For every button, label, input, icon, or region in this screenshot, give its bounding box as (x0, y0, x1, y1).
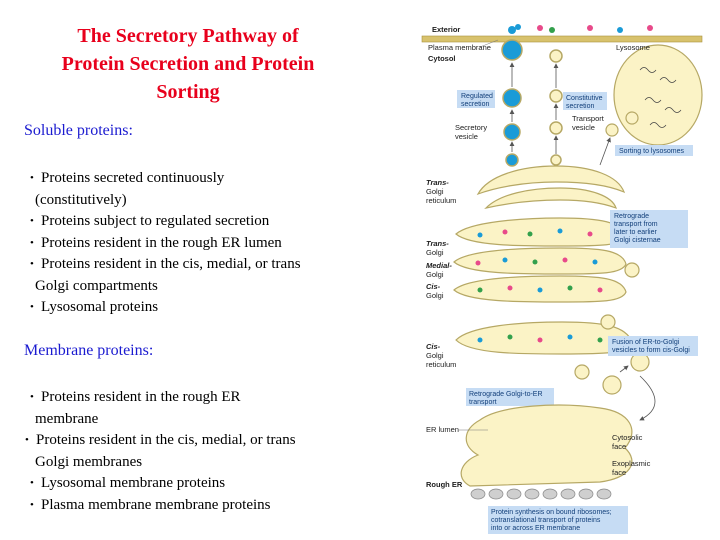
cis-golgi-reticulum-label-line1: Cis- (426, 342, 441, 351)
retrograde-transport-label-line1: Retrograde (614, 213, 649, 220)
constitutive-secretion-label-line1: Constitutive (566, 95, 603, 102)
trans-golgi-label-line1: Trans- (426, 239, 449, 248)
fusion-er-to-golgi-label-line2: vesicles to form cis-Golgi (612, 347, 690, 354)
constitutive-secretion-box (563, 92, 607, 110)
cargo-proteins-icon (475, 228, 603, 343)
soluble-proteins-list: Proteins secreted continuously (constitu… (30, 168, 370, 319)
protein-synthesis-label-line2: cotranslational transport of proteins (491, 517, 601, 524)
list-item: Lysosomal proteins (30, 297, 370, 319)
list-item: Proteins resident in the rough ER lumen (30, 233, 370, 255)
lysosome-label: Lysosome (616, 43, 650, 52)
cytosol-label: Cytosol (428, 54, 456, 63)
list-item-continuation: Golgi compartments (35, 277, 158, 294)
list-item-continuation: (constitutively) (35, 191, 127, 208)
title-line-1: The Secretory Pathway of (77, 25, 299, 47)
membrane-proteins-heading: Membrane proteins: (24, 342, 154, 359)
lysosome (613, 44, 703, 146)
retrograde-vesicles (574, 262, 656, 421)
slide-title: The Secretory Pathway of Protein Secreti… (18, 22, 358, 106)
list-item-continuation: Golgi membranes (35, 453, 143, 470)
protein-synthesis-label-line3: into or across ER membrane (491, 525, 580, 532)
cis-golgi-reticulum-label-line2: Golgi (426, 351, 444, 360)
medial-golgi-label-line1: Medial- (426, 261, 452, 270)
trans-golgi-label-line2: Golgi (426, 248, 444, 257)
retrograde-transport-label-line2: transport from (614, 221, 658, 228)
list-item: Proteins subject to regulated secretion (30, 211, 370, 233)
fusion-er-to-golgi-box (608, 336, 698, 356)
transport-vesicle-label-line1: Transport (572, 114, 605, 123)
trans-golgi-reticulum-tubule (484, 187, 617, 210)
golgi-stack (453, 217, 633, 355)
cis-golgi-reticulum-label-line3: reticulum (426, 360, 456, 369)
constitutive-secretion-label-line2: secretion (566, 103, 595, 110)
regulated-secretion-pathway (501, 39, 523, 167)
exoplasmic-face-label-line2: face (612, 468, 626, 477)
list-item: Proteins resident in the cis, medial, or… (30, 254, 370, 276)
sorting-to-lysosomes-box (615, 145, 693, 156)
cytosolic-face-label-line1: Cytosolic (612, 433, 643, 442)
constitutive-secretion-pathway (549, 49, 563, 166)
rough-er (460, 404, 633, 487)
regulated-secretion-label-line1: Regulated (461, 93, 493, 100)
exterior-region (422, 22, 702, 36)
list-item: Proteins resident in the rough ER (30, 387, 370, 409)
soluble-proteins-heading: Soluble proteins: (24, 122, 133, 139)
secreted-proteins-icon (508, 24, 653, 34)
retrograde-transport-box (610, 210, 688, 248)
retrograde-transport-label-line4: Golgi cisternae (614, 237, 661, 244)
trans-golgi-reticulum-label-line3: reticulum (426, 196, 456, 205)
lysosomal-sorting-vesicles (599, 111, 639, 166)
list-item: Plasma membrane membrane proteins (30, 495, 370, 517)
secretory-vesicle-label-line1: Secretory (455, 123, 487, 132)
protein-synthesis-label-line1: Protein synthesis on bound ribosomes; (491, 509, 612, 516)
cis-golgi-label-line1: Cis- (426, 282, 441, 291)
title-line-2: Protein Secretion and Protein (61, 53, 315, 75)
plasma-membrane-label: Plasma membrane (428, 43, 491, 52)
retrograde-golgi-to-er-label-line2: transport (469, 399, 497, 406)
lysosomal-proteins-icon (639, 67, 682, 128)
list-item: Lysosomal membrane proteins (30, 473, 370, 495)
sorting-to-lysosomes-label: Sorting to lysosomes (619, 148, 684, 155)
exoplasmic-face-label-line1: Exoplasmic (612, 459, 651, 468)
membrane-proteins-list: Proteins resident in the rough ER membra… (25, 387, 370, 517)
fusion-er-to-golgi-label-line1: Fusion of ER-to-Golgi (612, 339, 680, 346)
retrograde-transport-label-line3: later to earlier (614, 229, 657, 236)
secretory-vesicle-label-line2: vesicle (455, 132, 478, 141)
er-lumen-label: ER lumen (426, 425, 459, 434)
exterior-label: Exterior (432, 25, 460, 34)
protein-synthesis-box (488, 506, 628, 534)
medial-golgi-label-line2: Golgi (426, 270, 444, 279)
plasma-membrane (421, 35, 703, 43)
regulated-secretion-box (457, 90, 495, 108)
transport-vesicle-label-line2: vesicle (572, 123, 595, 132)
cytosolic-face-label-line2: face (612, 442, 626, 451)
cis-golgi-label-line2: Golgi (426, 291, 444, 300)
regulated-secretion-label-line2: secretion (461, 101, 490, 108)
trans-golgi-reticulum (476, 165, 626, 196)
retrograde-golgi-to-er-box (466, 388, 554, 406)
trans-golgi-reticulum-label-line1: Trans- (426, 178, 449, 187)
trans-golgi-reticulum-label-line2: Golgi (426, 187, 444, 196)
list-item-continuation: membrane (35, 410, 99, 427)
retrograde-golgi-to-er-label-line1: Retrograde Golgi-to-ER (469, 391, 543, 398)
title-line-3: Sorting (156, 81, 220, 103)
list-item: Proteins resident in the cis, medial, or… (25, 430, 370, 452)
ribosomes-icon (470, 488, 612, 500)
rough-er-label: Rough ER (426, 480, 463, 489)
list-item: Proteins secreted continuously (30, 168, 370, 190)
